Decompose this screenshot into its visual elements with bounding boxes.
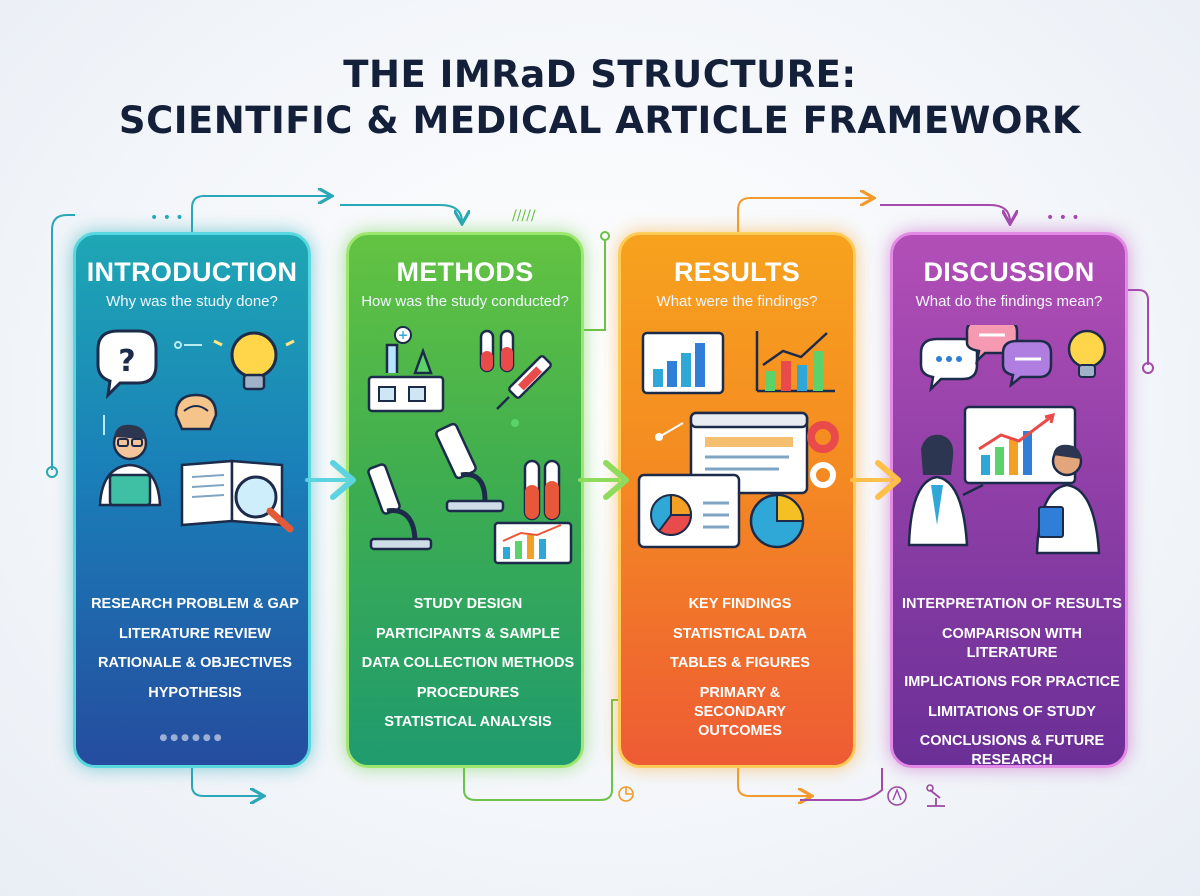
speech-bubbles-icon <box>919 325 1053 393</box>
list-item: KEY FINDINGS <box>688 596 792 612</box>
researcher-reading-icon <box>98 424 162 507</box>
list-item: RATIONALE & OBJECTIVES <box>98 655 292 671</box>
arrow-intro-to-methods-icon <box>305 460 356 500</box>
arrow-results-to-discussion-icon <box>850 460 901 500</box>
list-item: STATISTICAL DATA <box>673 625 807 642</box>
results-heading: RESULTS <box>673 257 801 287</box>
bar-chart-icon <box>641 331 725 395</box>
list-item: PROCEDURES <box>416 684 520 701</box>
list-item: HYPOTHESIS <box>148 684 242 701</box>
list-item: IMPLICATIONS FOR PRACTICE <box>904 674 1120 690</box>
results-items: KEY FINDINGS STATISTICAL DATA TABLES & F… <box>627 595 853 751</box>
browser-window-icon <box>689 411 809 495</box>
donut-chart-icon <box>807 421 839 488</box>
svg-text:• • •: • • • <box>150 210 184 226</box>
list-item: LIMITATIONS OF STUDY <box>928 703 1096 720</box>
presentation-board-icon <box>963 405 1077 485</box>
arrow-methods-to-results-icon <box>578 460 629 500</box>
list-item: DATA COLLECTION METHODS <box>361 655 575 671</box>
svg-text:• • •: • • • <box>1046 210 1080 226</box>
scientists-discussing-icon <box>907 434 1101 555</box>
list-item: INTERPRETATION OF RESULTS <box>902 596 1122 612</box>
introduction-heading: INTRODUCTION <box>86 257 298 287</box>
microscope-icon <box>367 422 505 551</box>
introduction-items: RESEARCH PROBLEM & GAP LITERATURE REVIEW… <box>82 595 308 713</box>
test-tubes-icon <box>479 329 561 521</box>
introduction-card: INTRODUCTION Why was the study done? ? <box>73 232 311 768</box>
pie-chart-icon <box>637 473 805 549</box>
page-title: THE IMRaD STRUCTURE: SCIENTIFIC & MEDICA… <box>0 52 1200 144</box>
discussion-subtitle: What do the findings mean? <box>915 293 1103 310</box>
results-illustration <box>637 331 839 549</box>
methods-heading: METHODS <box>396 257 534 287</box>
methods-illustration: + <box>367 326 573 565</box>
line-chart-icon <box>755 331 835 393</box>
list-item: PRIMARY & SECONDARY OUTCOMES <box>693 684 787 739</box>
methods-items: STUDY DESIGN PARTICIPANTS & SAMPLE DATA … <box>355 595 581 743</box>
magnifier-icon <box>234 475 294 533</box>
brain-icon <box>174 393 218 431</box>
results-card: RESULTS What were the findings? <box>618 232 856 768</box>
discussion-heading: DISCUSSION <box>923 257 1095 287</box>
lab-bench-icon: + <box>367 326 445 413</box>
title-line-1: THE IMRaD STRUCTURE: <box>343 53 857 96</box>
syringe-icon <box>496 355 552 427</box>
discussion-items: INTERPRETATION OF RESULTS COMPARISON WIT… <box>899 595 1125 768</box>
discussion-illustration <box>907 325 1107 555</box>
discussion-card: DISCUSSION What do the findings mean? <box>890 232 1128 768</box>
list-item: RESEARCH PROBLEM & GAP <box>91 596 299 612</box>
list-item: LITERATURE REVIEW <box>119 625 271 642</box>
methods-subtitle: How was the study conducted? <box>361 293 569 310</box>
question-bubble-icon: ? <box>96 329 158 400</box>
list-item: COMPARISON WITH LITERATURE <box>942 625 1082 661</box>
introduction-subtitle: Why was the study done? <box>106 293 278 310</box>
list-item: TABLES & FIGURES <box>670 655 810 671</box>
svg-text:+: + <box>398 328 408 342</box>
methods-card: METHODS How was the study conducted? + <box>346 232 584 768</box>
list-item: STUDY DESIGN <box>413 596 523 612</box>
results-subtitle: What were the findings? <box>656 293 818 310</box>
svg-text://///: ///// <box>512 208 536 224</box>
list-item: PARTICIPANTS & SAMPLE <box>376 625 560 642</box>
lightbulb-icon <box>1067 329 1107 378</box>
bar-chart-icon <box>493 521 573 565</box>
list-item: CONCLUSIONS & FUTURE RESEARCH <box>919 733 1105 768</box>
svg-text:?: ? <box>118 344 135 379</box>
list-item: STATISTICAL ANALYSIS <box>384 714 552 730</box>
decorative-dots: ●●●●●● <box>159 733 225 743</box>
introduction-illustration: ? <box>96 329 295 533</box>
title-line-2: SCIENTIFIC & MEDICAL ARTICLE FRAMEWORK <box>118 99 1082 142</box>
lightbulb-icon <box>213 331 295 391</box>
